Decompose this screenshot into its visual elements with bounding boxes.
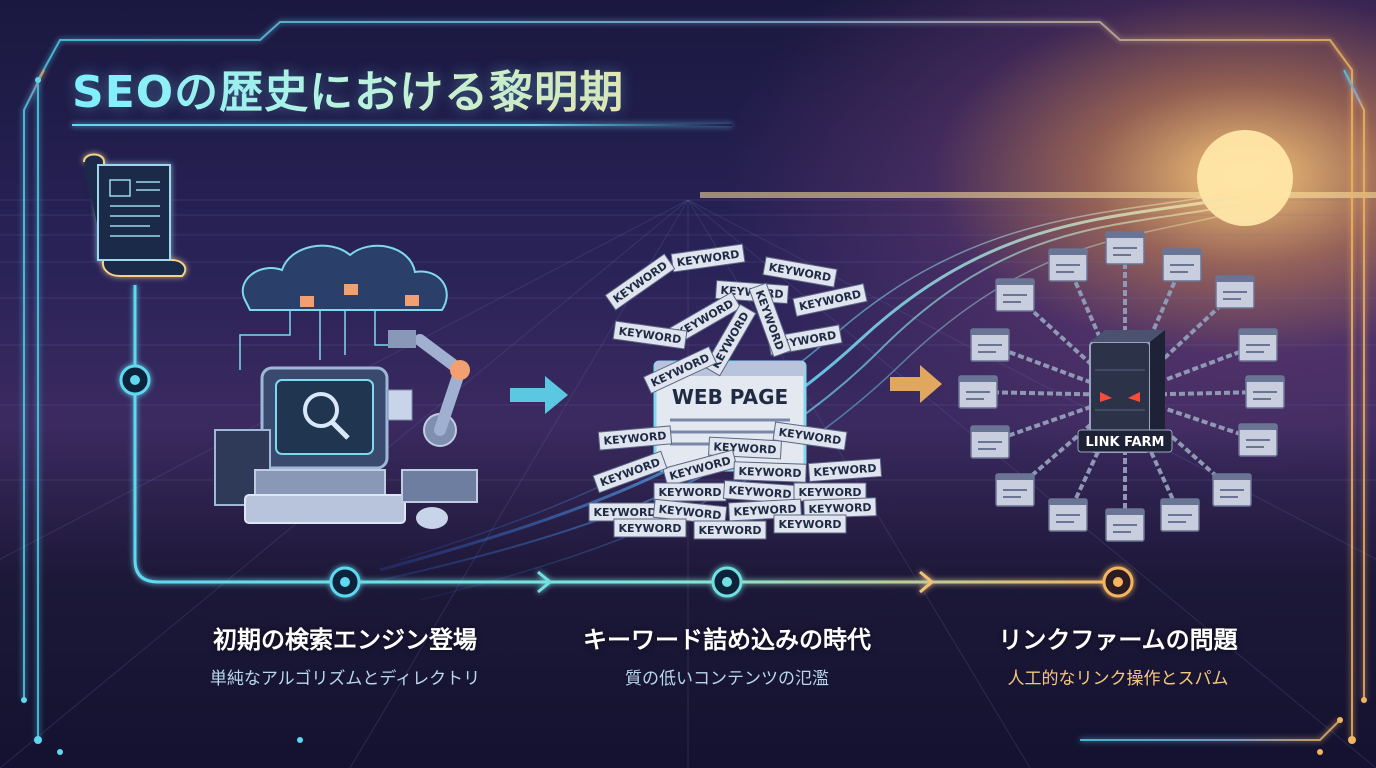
server-icon: LINK FARM xyxy=(1077,330,1173,453)
keyword-tag: KEYWORD xyxy=(792,283,868,317)
keyword-tag: KEYWORD xyxy=(773,514,847,534)
farm-page-icon xyxy=(1160,498,1200,532)
keyword-tag: KEYWORD xyxy=(653,482,727,502)
farm-page-icon xyxy=(1212,473,1252,507)
circuit-nodes xyxy=(21,77,303,755)
stage-1-subtitle: 単純なアルゴリズムとディレクトリ xyxy=(209,669,481,689)
svg-text:KEYWORD: KEYWORD xyxy=(813,462,877,479)
keyword-tag: KEYWORD xyxy=(670,243,746,273)
farm-pages xyxy=(958,231,1285,542)
stage-2-label: キーワード詰め込みの時代 xyxy=(583,626,871,654)
farm-page-icon xyxy=(1105,231,1145,265)
robot-arm-icon xyxy=(387,330,478,503)
link-farm-server-icon: LINK FARM xyxy=(958,231,1285,542)
webpage-label: WEB PAGE xyxy=(672,385,788,409)
svg-text:KEYWORD: KEYWORD xyxy=(658,486,721,499)
stage-2-subtitle: 質の低いコンテンツの氾濫 xyxy=(625,669,829,689)
farm-page-icon xyxy=(958,375,998,409)
chain-link xyxy=(977,390,1126,397)
farm-page-icon xyxy=(1215,275,1255,309)
arrow-right-icon xyxy=(890,365,942,403)
title-underline xyxy=(72,124,732,126)
keyword-tag: KEYWORD xyxy=(803,497,877,519)
svg-text:KEYWORD: KEYWORD xyxy=(798,486,861,499)
svg-text:KEYWORD: KEYWORD xyxy=(698,524,761,537)
stage-3-subtitle: 人工的なリンク操作とスパム xyxy=(1007,669,1229,689)
keyword-tag: KEYWORD xyxy=(722,479,798,505)
farm-page-icon xyxy=(970,328,1010,362)
linkfarm-label: LINK FARM xyxy=(1086,435,1165,450)
farm-page-icon xyxy=(995,473,1035,507)
farm-page-icon xyxy=(1105,508,1145,542)
keyword-tag: KEYWORD xyxy=(652,498,728,526)
timeline xyxy=(119,285,1134,598)
farm-page-icon xyxy=(1245,375,1285,409)
keyboard-shape xyxy=(244,494,406,524)
magnifier-icon xyxy=(303,392,339,428)
stage-3-label: リンクファームの問題 xyxy=(998,626,1238,654)
svg-text:KEYWORD: KEYWORD xyxy=(808,501,872,516)
svg-text:KEYWORD: KEYWORD xyxy=(603,429,667,447)
svg-text:KEYWORD: KEYWORD xyxy=(593,506,656,519)
keyword-tag: KEYWORD xyxy=(693,520,767,540)
svg-text:KEYWORD: KEYWORD xyxy=(611,259,670,306)
farm-page-icon xyxy=(1238,328,1278,362)
search-engine-computer-icon xyxy=(214,244,478,529)
scroll-icon xyxy=(83,153,187,277)
keyword-tag: KEYWORD xyxy=(772,421,848,451)
page-title: SEOの歴史における黎明期 xyxy=(72,56,624,120)
keyword-tag: KEYWORD xyxy=(613,518,687,538)
svg-text:KEYWORD: KEYWORD xyxy=(778,518,841,531)
keyword-tag: KEYWORD xyxy=(733,461,807,483)
keyword-tag: KEYWORD xyxy=(588,502,662,522)
arrow-right-icon xyxy=(510,376,568,414)
farm-page-icon xyxy=(1238,423,1278,457)
keyword-tag: KEYWORD xyxy=(597,425,673,451)
svg-text:KEYWORD: KEYWORD xyxy=(728,484,792,501)
svg-text:KEYWORD: KEYWORD xyxy=(738,465,802,480)
svg-text:KEYWORD: KEYWORD xyxy=(618,522,681,535)
circuit-frame xyxy=(23,21,1365,753)
circuit-nodes-warm xyxy=(1317,697,1367,755)
farm-page-icon xyxy=(970,425,1010,459)
mouse-shape xyxy=(416,507,448,529)
farm-page-icon xyxy=(1048,498,1088,532)
chain-link xyxy=(1123,290,1237,397)
sun-shape xyxy=(1197,130,1293,226)
farm-page-icon xyxy=(1162,248,1202,282)
cloud-icon xyxy=(241,244,448,311)
keyword-tag: KEYWORD xyxy=(793,482,867,502)
keyword-tag: KEYWORD xyxy=(762,256,838,288)
timeline-arrow-1 xyxy=(537,570,553,594)
chain-link xyxy=(1013,293,1127,397)
timeline-arrow-2 xyxy=(919,570,935,594)
farm-page-icon xyxy=(1048,248,1088,282)
keyword-tag: KEYWORD xyxy=(612,320,688,350)
farm-page-icon xyxy=(995,278,1035,312)
keyword-tag: KEYWORD xyxy=(807,457,883,483)
stage-1-label: 初期の検索エンジン登場 xyxy=(213,626,477,654)
